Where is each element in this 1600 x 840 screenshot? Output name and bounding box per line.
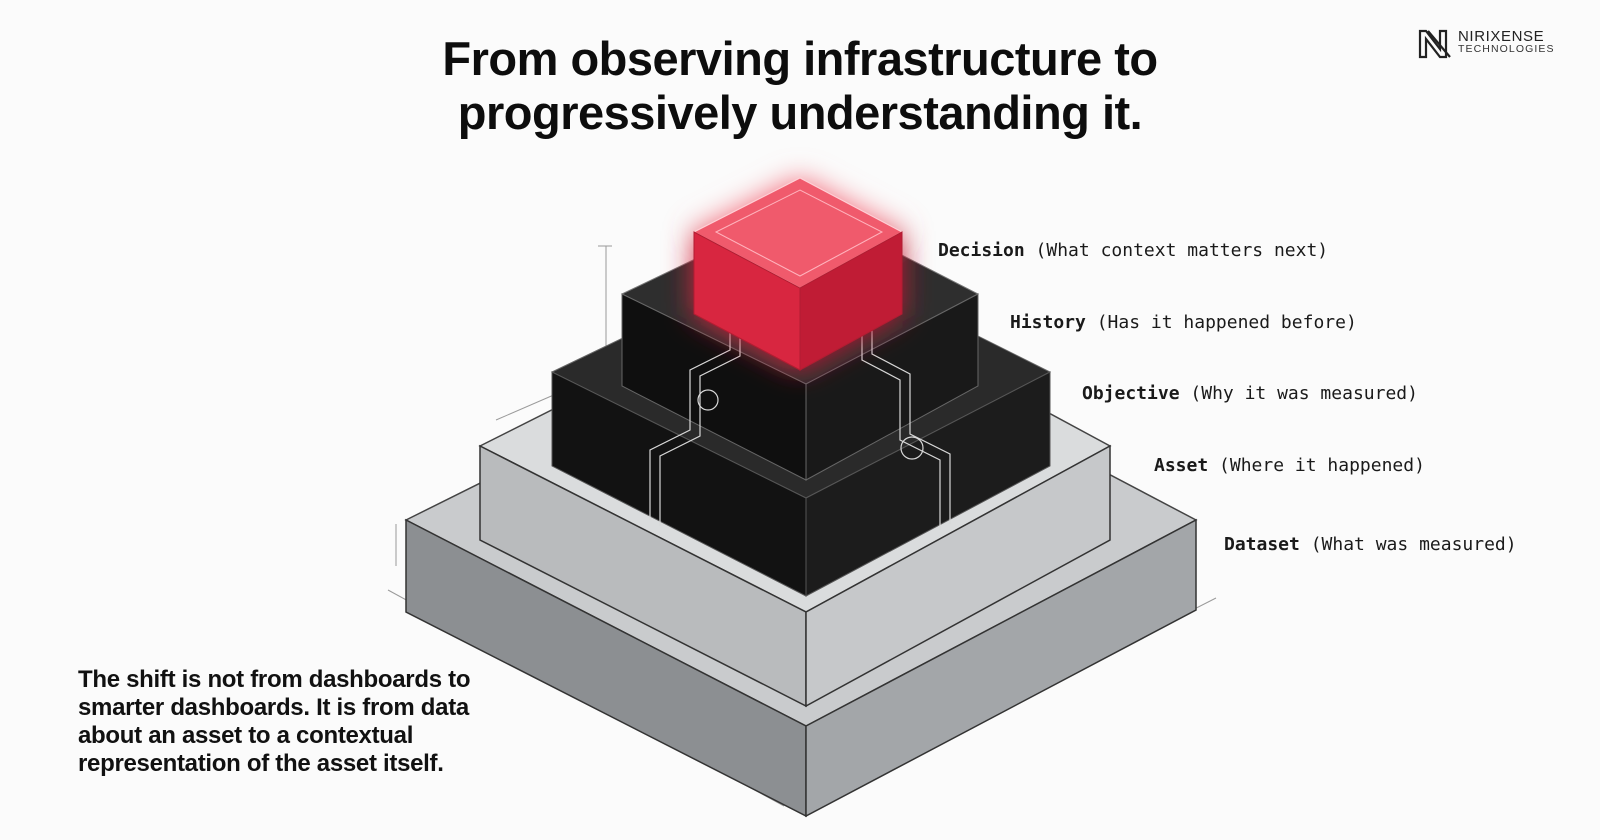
layer-name-history: History — [1010, 312, 1086, 333]
title-line-1: From observing infrastructure to — [442, 32, 1158, 85]
layer-desc-asset: (Where it happened) — [1219, 455, 1425, 476]
layer-name-decision: Decision — [938, 240, 1025, 261]
logo-name: NIRIXENSE — [1458, 28, 1545, 45]
circuit-traces — [649, 300, 951, 530]
layer-decision-block — [692, 177, 904, 371]
nirixense-logo-icon — [1418, 29, 1451, 59]
logo-subtitle: TECHNOLOGIES — [1458, 43, 1555, 55]
brand-logo: NIRIXENSE TECHNOLOGIES — [1418, 26, 1555, 60]
layer-label-history: History (Has it happened before) — [1010, 312, 1357, 333]
layer-desc-history: (Has it happened before) — [1096, 312, 1357, 333]
layer-name-asset: Asset — [1154, 455, 1209, 476]
layer-label-objective: Objective (Why it was measured) — [1082, 383, 1418, 404]
layer-desc-dataset: (What was measured) — [1310, 534, 1517, 555]
layer-label-decision: Decision (What context matters next) — [938, 240, 1328, 261]
layer-label-asset: Asset (Where it happened) — [1154, 455, 1425, 476]
layer-label-dataset: Dataset (What was measured) — [1224, 534, 1517, 555]
layer-desc-decision: (What context matters next) — [1035, 240, 1329, 261]
caption-text: The shift is not from dashboards to smar… — [78, 666, 471, 777]
layer-name-objective: Objective — [1082, 383, 1180, 404]
layer-desc-objective: (Why it was measured) — [1190, 383, 1418, 404]
page-title: From observing infrastructure to progres… — [300, 32, 1300, 140]
title-line-2: progressively understanding it. — [457, 86, 1143, 139]
layer-name-dataset: Dataset — [1224, 534, 1300, 555]
